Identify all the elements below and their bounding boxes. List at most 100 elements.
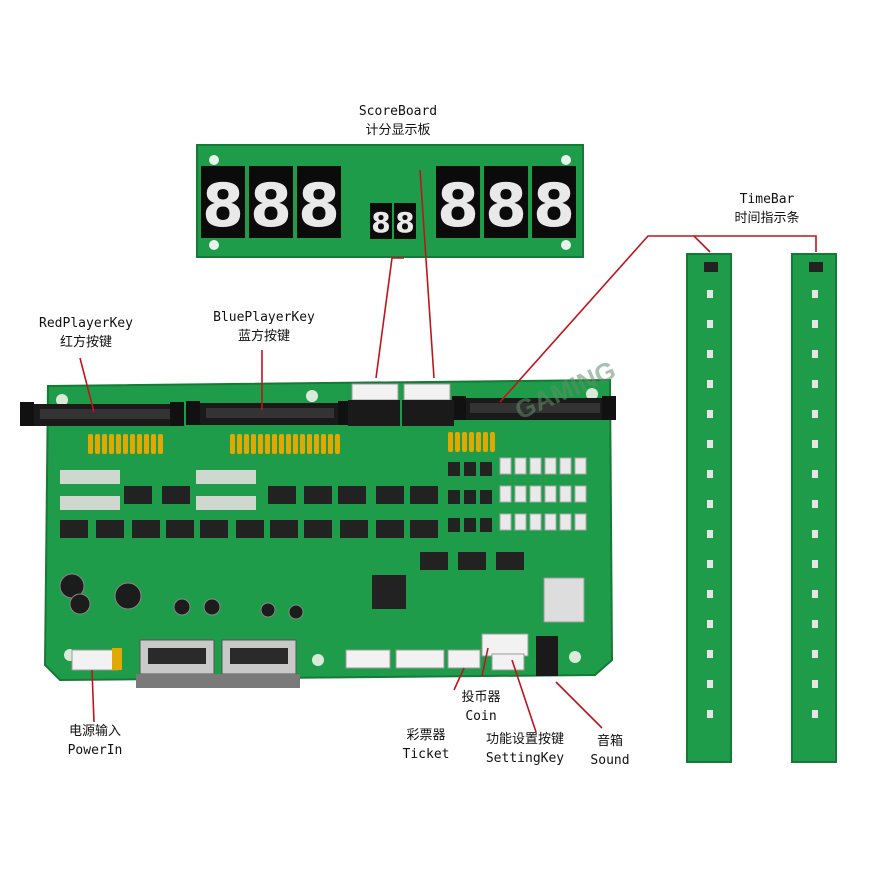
coil (151, 434, 156, 454)
mosfet (464, 518, 476, 532)
timebar-led (812, 290, 818, 298)
mosfet (448, 490, 460, 504)
coil (469, 432, 474, 452)
timebar-led (812, 500, 818, 508)
coil (335, 434, 340, 454)
ic (410, 486, 438, 504)
led-block (559, 513, 572, 531)
ic (166, 520, 194, 538)
ic (420, 552, 448, 570)
pointer-red-key (79, 357, 95, 413)
ic-chips (60, 470, 524, 570)
timebar-led (707, 470, 713, 478)
mosfet (480, 462, 492, 476)
coil (130, 434, 135, 454)
digit-1: 8 (249, 166, 293, 241)
timebar-led (707, 530, 713, 538)
digit-4: 8 (484, 166, 528, 241)
timebar-led (812, 650, 818, 658)
sound-label: 音箱 Sound (582, 732, 638, 770)
pointer-power (91, 669, 95, 723)
coil (123, 434, 128, 454)
ic (340, 520, 368, 538)
timebar-led (812, 440, 818, 448)
pointer-setting (511, 659, 537, 733)
sound-jack (536, 636, 558, 676)
coil (293, 434, 298, 454)
timebar-led (707, 680, 713, 688)
timebar-left (686, 253, 732, 763)
timebar-led (812, 410, 818, 418)
coil (144, 434, 149, 454)
scoreboard-connectors (348, 383, 454, 426)
setting-label-cn: 功能设置按键 (485, 732, 564, 747)
ticket-label-en: Ticket (402, 747, 450, 762)
coil (102, 434, 107, 454)
timebar-led (812, 470, 818, 478)
digit-text-5: 8 (533, 171, 575, 241)
small-digit-0: 8 (371, 206, 390, 239)
ic (496, 552, 524, 570)
pointer-sound (555, 681, 603, 729)
mosfet (448, 518, 460, 532)
ic (458, 552, 486, 570)
timebar-led (812, 710, 818, 718)
setting-label: 功能设置按键 SettingKey (470, 730, 580, 768)
digit-text-3: 8 (437, 171, 479, 241)
main-pcb: GAMING (20, 355, 620, 688)
scoreboard-label-cn: 计分显示板 (365, 123, 431, 138)
coil (137, 434, 142, 454)
coil (158, 434, 163, 454)
power-connector (71, 648, 122, 671)
timebar-led (707, 560, 713, 568)
ic (304, 520, 332, 538)
header-b (395, 649, 445, 669)
coil (116, 434, 121, 454)
coil (272, 434, 277, 454)
timebar-led (707, 620, 713, 628)
timebar-led (707, 650, 713, 658)
led-block (544, 485, 557, 503)
coil (448, 432, 453, 452)
scoreboard-label-en: ScoreBoard (358, 104, 438, 119)
red-key-label: RedPlayerKey 红方按键 (26, 314, 146, 352)
led-block (499, 485, 512, 503)
red-player-connector (20, 402, 184, 426)
power-label-cn: 电源输入 (68, 724, 121, 739)
header-a (345, 649, 391, 669)
pointer-scoreboard-a (375, 257, 404, 379)
db9-connector-right (218, 639, 300, 688)
led-block (529, 513, 542, 531)
ic (304, 486, 332, 504)
mosfet (480, 518, 492, 532)
sound-label-en: Sound (590, 753, 630, 768)
timebar-label-en: TimeBar (739, 192, 795, 207)
coil (251, 434, 256, 454)
timebar-led (812, 530, 818, 538)
led-block (529, 457, 542, 475)
coil (230, 434, 235, 454)
coin-connector (481, 633, 529, 657)
small-digit-1: 8 (395, 206, 414, 239)
coil (286, 434, 291, 454)
timebar-led (812, 680, 818, 688)
timebar-led (812, 590, 818, 598)
digit-text-2: 8 (298, 171, 340, 241)
pointer-ticket (453, 667, 465, 691)
coil (455, 432, 460, 452)
digit-text-0: 8 (202, 171, 244, 241)
small-digit-bg-0 (370, 203, 392, 239)
coil (328, 434, 333, 454)
timebar-led (707, 710, 713, 718)
coil (258, 434, 263, 454)
coin-label-en: Coin (465, 709, 497, 724)
ic (96, 520, 124, 538)
timebar-led (812, 560, 818, 568)
resistor-array (196, 496, 256, 510)
setting-label-en: SettingKey (485, 751, 565, 766)
led-block (574, 457, 587, 475)
ic (410, 520, 438, 538)
sound-label-cn: 音箱 (596, 734, 623, 749)
